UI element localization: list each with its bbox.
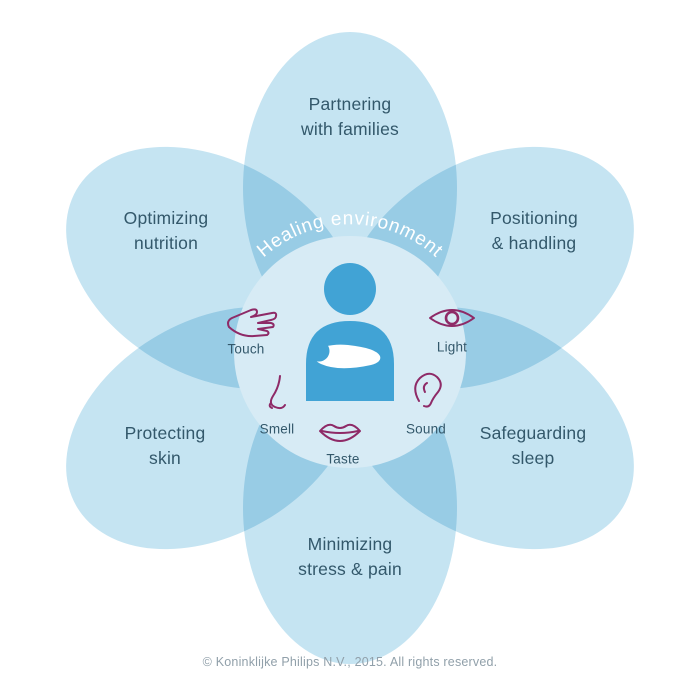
ear-sound-icon	[414, 372, 442, 408]
petal-label-minimizing-stress-pain: Minimizing stress & pain	[298, 534, 402, 579]
sense-label-taste: Taste	[326, 451, 360, 467]
lips-taste-icon	[319, 423, 361, 442]
petal-label-partnering-with-families: Partnering with families	[301, 94, 399, 139]
sense-label-touch: Touch	[227, 341, 265, 357]
petal-label-safeguarding-sleep: Safeguarding sleep	[479, 423, 587, 468]
eye-light-icon	[429, 309, 475, 327]
caregiver-with-baby-icon	[306, 263, 394, 401]
petal-label-protecting-skin: Protecting skin	[124, 423, 206, 468]
sense-label-smell: Smell	[259, 421, 295, 437]
sense-label-light: Light	[436, 339, 468, 355]
petal-label-optimizing-nutrition: Optimizing nutrition	[123, 208, 209, 253]
hand-touch-icon	[227, 308, 278, 338]
copyright-notice: © Koninklijke Philips N.V., 2015. All ri…	[202, 655, 498, 669]
sense-label-sound: Sound	[405, 421, 447, 437]
petal-label-positioning-handling: Positioning & handling	[490, 208, 578, 253]
nose-smell-icon	[268, 375, 286, 410]
